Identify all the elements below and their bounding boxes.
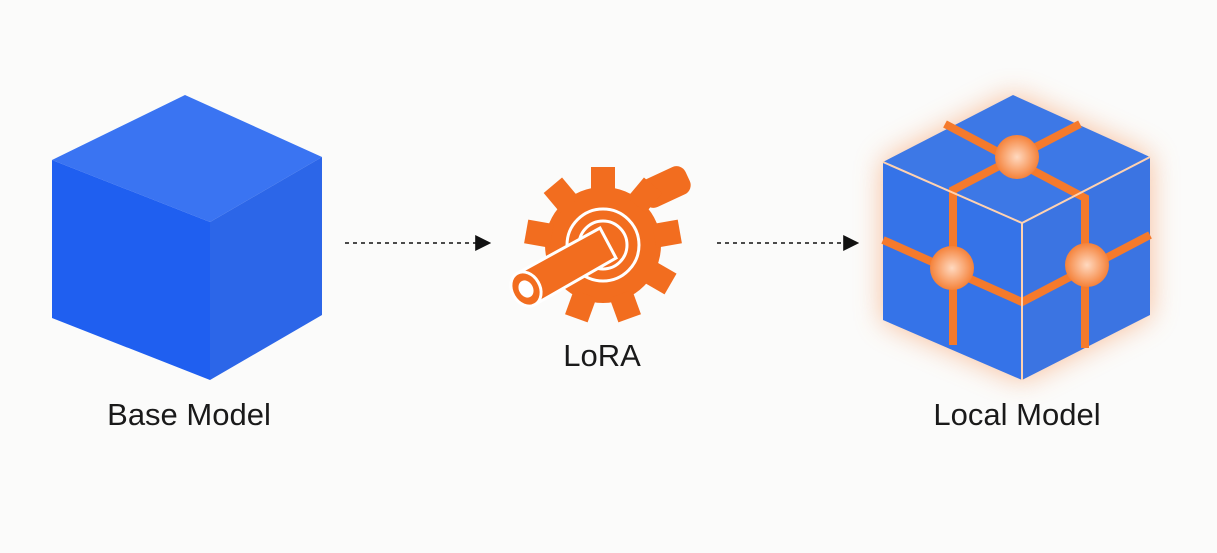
local-model-cube-icon: [881, 95, 1152, 380]
base-model-cube-icon: [52, 95, 322, 380]
base-model-label: Base Model: [107, 397, 271, 432]
lora-label: LoRA: [563, 338, 641, 373]
gear-icon: [509, 166, 691, 323]
local-model-label: Local Model: [933, 397, 1101, 432]
